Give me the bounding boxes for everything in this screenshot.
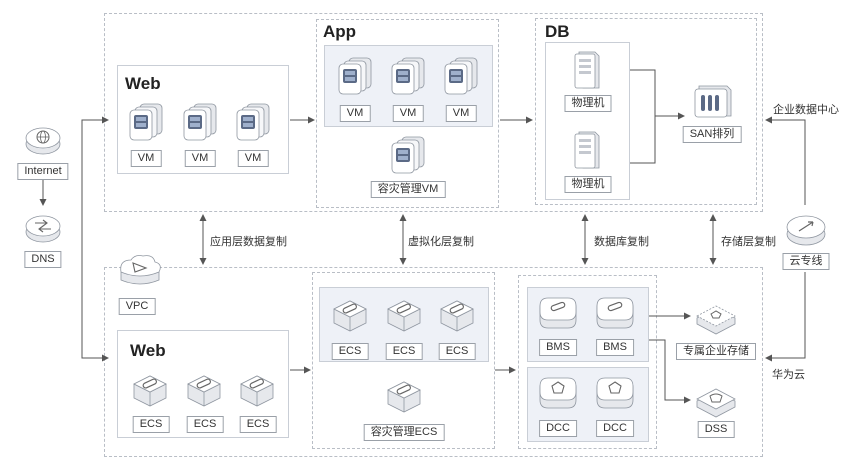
dss-icon — [693, 385, 739, 419]
dr-vm-label: 容灾管理VM — [370, 181, 446, 198]
dcc-label: DCC — [539, 420, 577, 437]
internet-globe-icon — [23, 122, 63, 158]
cloud-region — [104, 267, 763, 457]
physical-server-icon — [571, 48, 601, 92]
vm-icon — [441, 56, 481, 96]
bms-icon — [593, 294, 637, 334]
bottom-web-ecs-label: ECS — [186, 416, 224, 433]
ecs-icon — [184, 370, 224, 410]
bms-label: BMS — [539, 339, 577, 356]
dedicated-storage-icon — [693, 302, 739, 336]
bottom-app-ecs-label: ECS — [385, 343, 423, 360]
physical-server-icon — [571, 128, 601, 172]
top-app-title: App — [323, 22, 357, 41]
vm-icon — [233, 102, 273, 142]
top-app-region — [316, 19, 499, 208]
ecs-icon — [384, 376, 424, 416]
top-app-vm-label: VM — [445, 105, 477, 122]
bottom-app-ecs-label: ECS — [331, 343, 369, 360]
bottom-db-region — [518, 275, 657, 449]
top-web-title: Web — [125, 74, 161, 93]
top-web-vm-label: VM — [237, 150, 269, 167]
ecs-icon — [237, 370, 277, 410]
san-storage-icon — [691, 80, 733, 122]
dns-icon — [23, 210, 63, 246]
internet-label: Internet — [17, 163, 69, 180]
dcc-icon — [593, 374, 637, 414]
virtualization-replication-text: 虚拟化层复制 — [408, 236, 474, 248]
dns-label: DNS — [24, 251, 62, 268]
ecs-icon — [437, 295, 477, 335]
top-db-region — [535, 18, 757, 205]
bottom-web-ecs-label: ECS — [239, 416, 277, 433]
dcc-label: DCC — [596, 420, 634, 437]
bottom-web-title: Web — [130, 341, 166, 360]
dss-label: DSS — [697, 421, 735, 438]
ecs-icon — [384, 295, 424, 335]
vm-icon — [126, 102, 166, 142]
bms-icon — [536, 294, 580, 334]
physical-host-label: 物理机 — [564, 176, 612, 193]
bottom-app-ecs-label: ECS — [438, 343, 476, 360]
vm-icon — [335, 56, 375, 96]
vpc-label: VPC — [118, 298, 156, 315]
bms-label: BMS — [596, 339, 634, 356]
huawei-cloud-text: 华为云 — [772, 369, 805, 381]
bottom-web-ecs-label: ECS — [132, 416, 170, 433]
ecs-icon — [130, 370, 170, 410]
top-app-vm-label: VM — [339, 105, 371, 122]
enterprise-datacenter-region — [104, 13, 763, 212]
top-web-vm-label: VM — [130, 150, 162, 167]
ecs-icon — [330, 295, 370, 335]
direct-connect-icon — [784, 210, 828, 248]
enterprise-dc-text: 企业数据中心 — [773, 104, 839, 116]
top-web-vm-label: VM — [184, 150, 216, 167]
vpc-icon — [115, 252, 165, 288]
dedicated-storage-label: 专属企业存储 — [676, 343, 756, 360]
database-replication-text: 数据库复制 — [594, 236, 649, 248]
top-app-vm-label: VM — [392, 105, 424, 122]
dr-ecs-label: 容灾管理ECS — [363, 424, 445, 441]
vm-icon — [388, 135, 428, 175]
vm-icon — [180, 102, 220, 142]
bottom-app-region — [312, 272, 495, 449]
app-layer-replication-text: 应用层数据复制 — [210, 236, 287, 248]
top-db-title: DB — [545, 22, 570, 41]
direct-connect-label: 云专线 — [782, 253, 830, 270]
dcc-icon — [536, 374, 580, 414]
physical-host-label: 物理机 — [564, 95, 612, 112]
vm-icon — [388, 56, 428, 96]
storage-replication-text: 存储层复制 — [721, 236, 776, 248]
san-label: SAN排列 — [682, 126, 742, 143]
